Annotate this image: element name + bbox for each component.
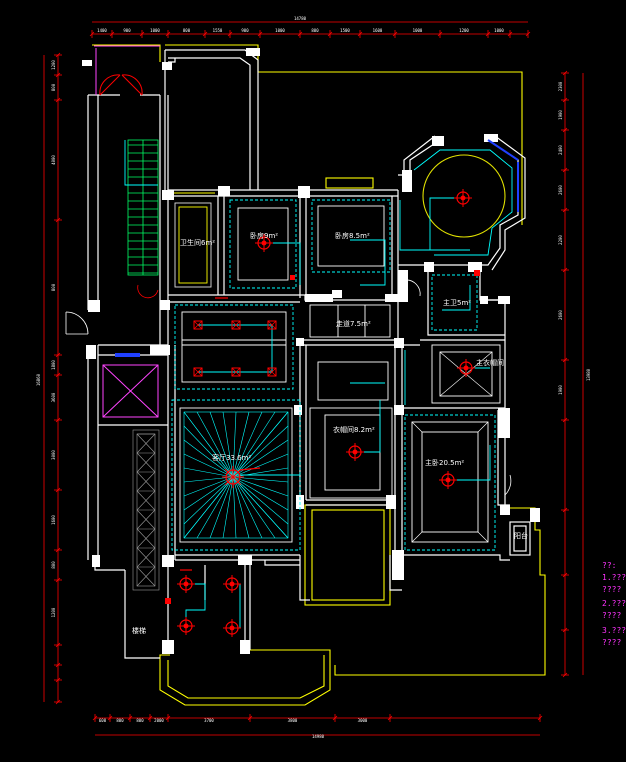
dim-segment-label: 900 xyxy=(241,28,249,33)
dim-left-total: 16860 xyxy=(36,373,41,386)
closet-pyramid xyxy=(411,351,493,543)
dim-segment-label: 2000 xyxy=(154,718,164,723)
dim-segment-label: 1600 xyxy=(51,515,56,525)
dim-segment-label: 2400 xyxy=(558,145,563,155)
dim-segment-label: 1500 xyxy=(340,28,350,33)
notes-line-3: 2.??? xyxy=(602,599,626,608)
outer-outline xyxy=(92,44,546,706)
entry-canopy xyxy=(94,45,160,95)
walls xyxy=(87,49,531,659)
notes-line-2: ???? xyxy=(602,585,621,594)
dim-segment-label: 800 xyxy=(116,718,124,723)
room-label-master-bedroom: 主卧20.5m² xyxy=(425,458,464,467)
dimension-segment-labels: 1400 900 1000 800 1550 900 1000 800 1500 1600 1000… xyxy=(51,28,563,723)
dim-segment-label: 800 xyxy=(51,83,56,91)
room-label-balcony: 阳台 xyxy=(514,531,528,540)
window-blue xyxy=(115,353,140,357)
dim-segment-label: 2300 xyxy=(558,81,563,91)
dim-segment-label: 3000 xyxy=(51,450,56,460)
notes-line-4: ???? xyxy=(602,611,621,620)
decor-screen xyxy=(132,429,160,591)
dim-segment-label: 1600 xyxy=(373,28,383,33)
design-notes: ??: 1.??? ???? 2.??? ???? 3.??? ???? xyxy=(602,561,626,647)
room-label-corridor: 走道7.5m² xyxy=(336,319,371,328)
red-accents xyxy=(180,297,261,571)
door-swings xyxy=(65,279,512,496)
dim-segment-label: 1000 xyxy=(275,28,285,33)
dim-segment-label: 1550 xyxy=(213,28,223,33)
room-label-bedroom-mid: 卧房8.5m² xyxy=(335,231,370,240)
room-label-master-bath: 主卫5m² xyxy=(443,298,471,307)
room-label-bathroom: 卫生间6m² xyxy=(180,238,215,247)
ceiling-lines xyxy=(124,140,501,629)
dim-segment-label: 3800 xyxy=(288,718,298,723)
dim-segment-label: 1000 xyxy=(413,28,423,33)
dim-right-total: 13980 xyxy=(586,368,591,381)
dim-segment-label: 800 xyxy=(51,561,56,569)
dim-segment-label: 3700 xyxy=(204,718,214,723)
dim-segment-label: 800 xyxy=(311,28,319,33)
dim-segment-label: 1000 xyxy=(150,28,160,33)
dim-segment-label: 1000 xyxy=(494,28,504,33)
dimension-ticks xyxy=(54,30,569,722)
wall-blocks xyxy=(82,48,540,654)
dim-segment-label: 800 xyxy=(51,283,56,291)
entrance-door xyxy=(99,74,143,96)
living-fan-ceiling xyxy=(183,411,289,539)
dim-segment-label: 1900 xyxy=(558,385,563,395)
room-label-cloak: 衣帽间8.2m² xyxy=(333,425,375,434)
dim-bottom-total: 14980 xyxy=(312,734,325,739)
dim-top-total: 14780 xyxy=(294,16,307,21)
dim-segment-label: 3600 xyxy=(51,392,56,402)
dim-segment-label: 2600 xyxy=(558,310,563,320)
dim-segment-label: 1200 xyxy=(459,28,469,33)
switch-markers xyxy=(165,270,480,604)
elevator xyxy=(102,364,159,418)
room-label-stair: 楼梯 xyxy=(132,626,146,635)
dimension-lines xyxy=(43,21,584,736)
dim-segment-label: 600 xyxy=(99,718,107,723)
dim-segment-label: 2200 xyxy=(558,235,563,245)
dim-segment-label: 4000 xyxy=(51,155,56,165)
room-label-living: 客厅33.6m² xyxy=(212,453,251,462)
room-label-master-closet: 主衣帽间 xyxy=(476,358,504,367)
notes-heading: ??: xyxy=(602,561,616,570)
staircase xyxy=(127,139,159,299)
dim-segment-label: 3000 xyxy=(358,718,368,723)
notes-line-6: ???? xyxy=(602,638,621,647)
octagon-room xyxy=(413,139,519,256)
dim-segment-label: 1900 xyxy=(558,110,563,120)
notes-line-5: 3.??? xyxy=(602,626,626,635)
dim-segment-label: 900 xyxy=(123,28,131,33)
notes-line-1: 1.??? xyxy=(602,573,626,582)
dim-segment-label: 1200 xyxy=(51,607,56,617)
dim-segment-label: 1800 xyxy=(51,360,56,370)
light-fixtures xyxy=(177,189,475,637)
dim-segment-label: 800 xyxy=(183,28,191,33)
dim-segment-label: 1200 xyxy=(51,60,56,70)
dim-segment-label: 2600 xyxy=(558,185,563,195)
dim-segment-label: 1400 xyxy=(97,28,107,33)
room-label-bedroom-small: 卧房9m² xyxy=(250,231,278,240)
dim-segment-label: 800 xyxy=(136,718,144,723)
